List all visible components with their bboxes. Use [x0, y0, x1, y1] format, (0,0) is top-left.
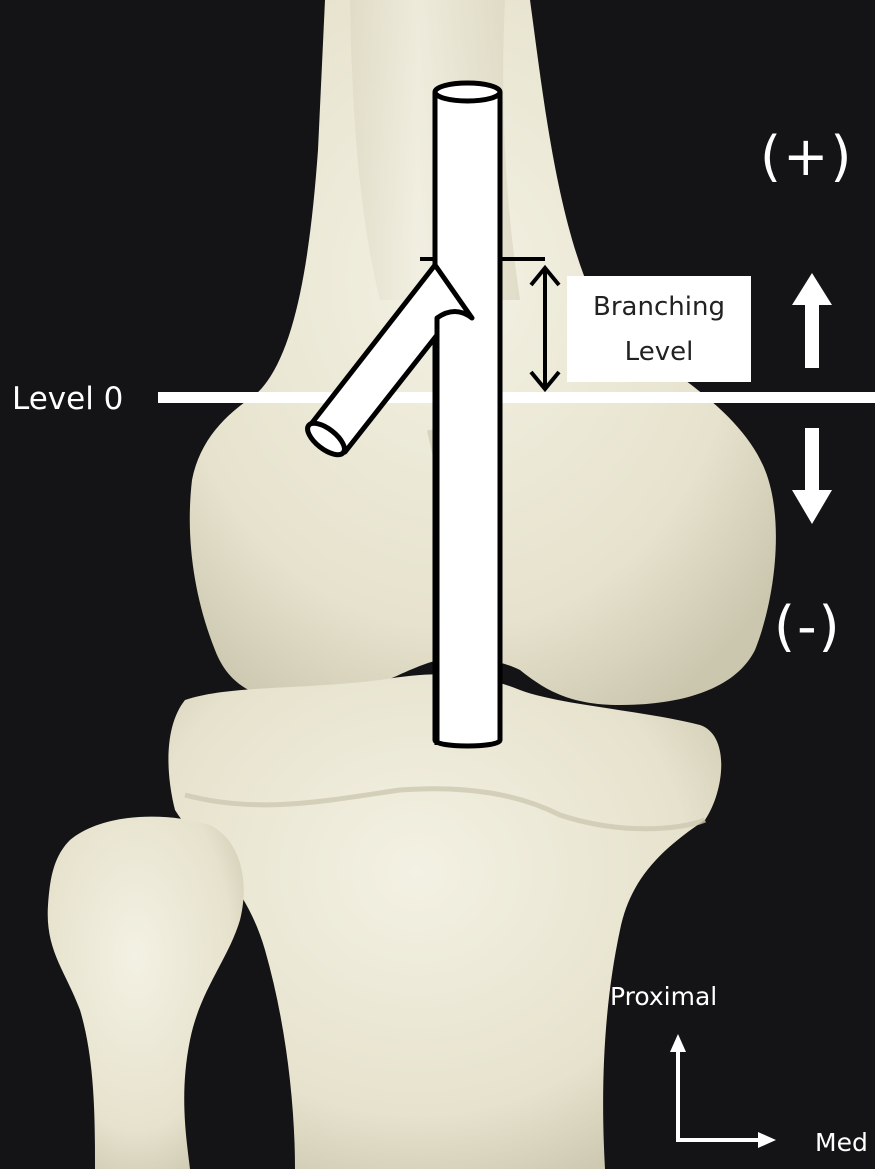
branching-label-line1: Branching	[593, 292, 725, 322]
arrow-down-icon	[792, 428, 832, 524]
main-vessel	[435, 92, 500, 746]
arrow-up-icon	[792, 273, 832, 368]
negative-direction-label: (-)	[774, 600, 842, 654]
level-zero-line	[158, 392, 875, 403]
axis-arrows-icon	[670, 1034, 776, 1148]
main-vessel-top	[435, 83, 500, 101]
proximal-label: Proximal	[610, 984, 717, 1009]
tibia-bone	[168, 674, 721, 1169]
branching-level-label-box: Branching Level	[567, 276, 751, 382]
medial-label: Med	[815, 1130, 868, 1155]
fibula-bone	[48, 817, 244, 1169]
level-zero-label: Level 0	[12, 384, 123, 415]
positive-direction-label: (+)	[760, 130, 853, 184]
branching-label-line2: Level	[625, 337, 694, 367]
